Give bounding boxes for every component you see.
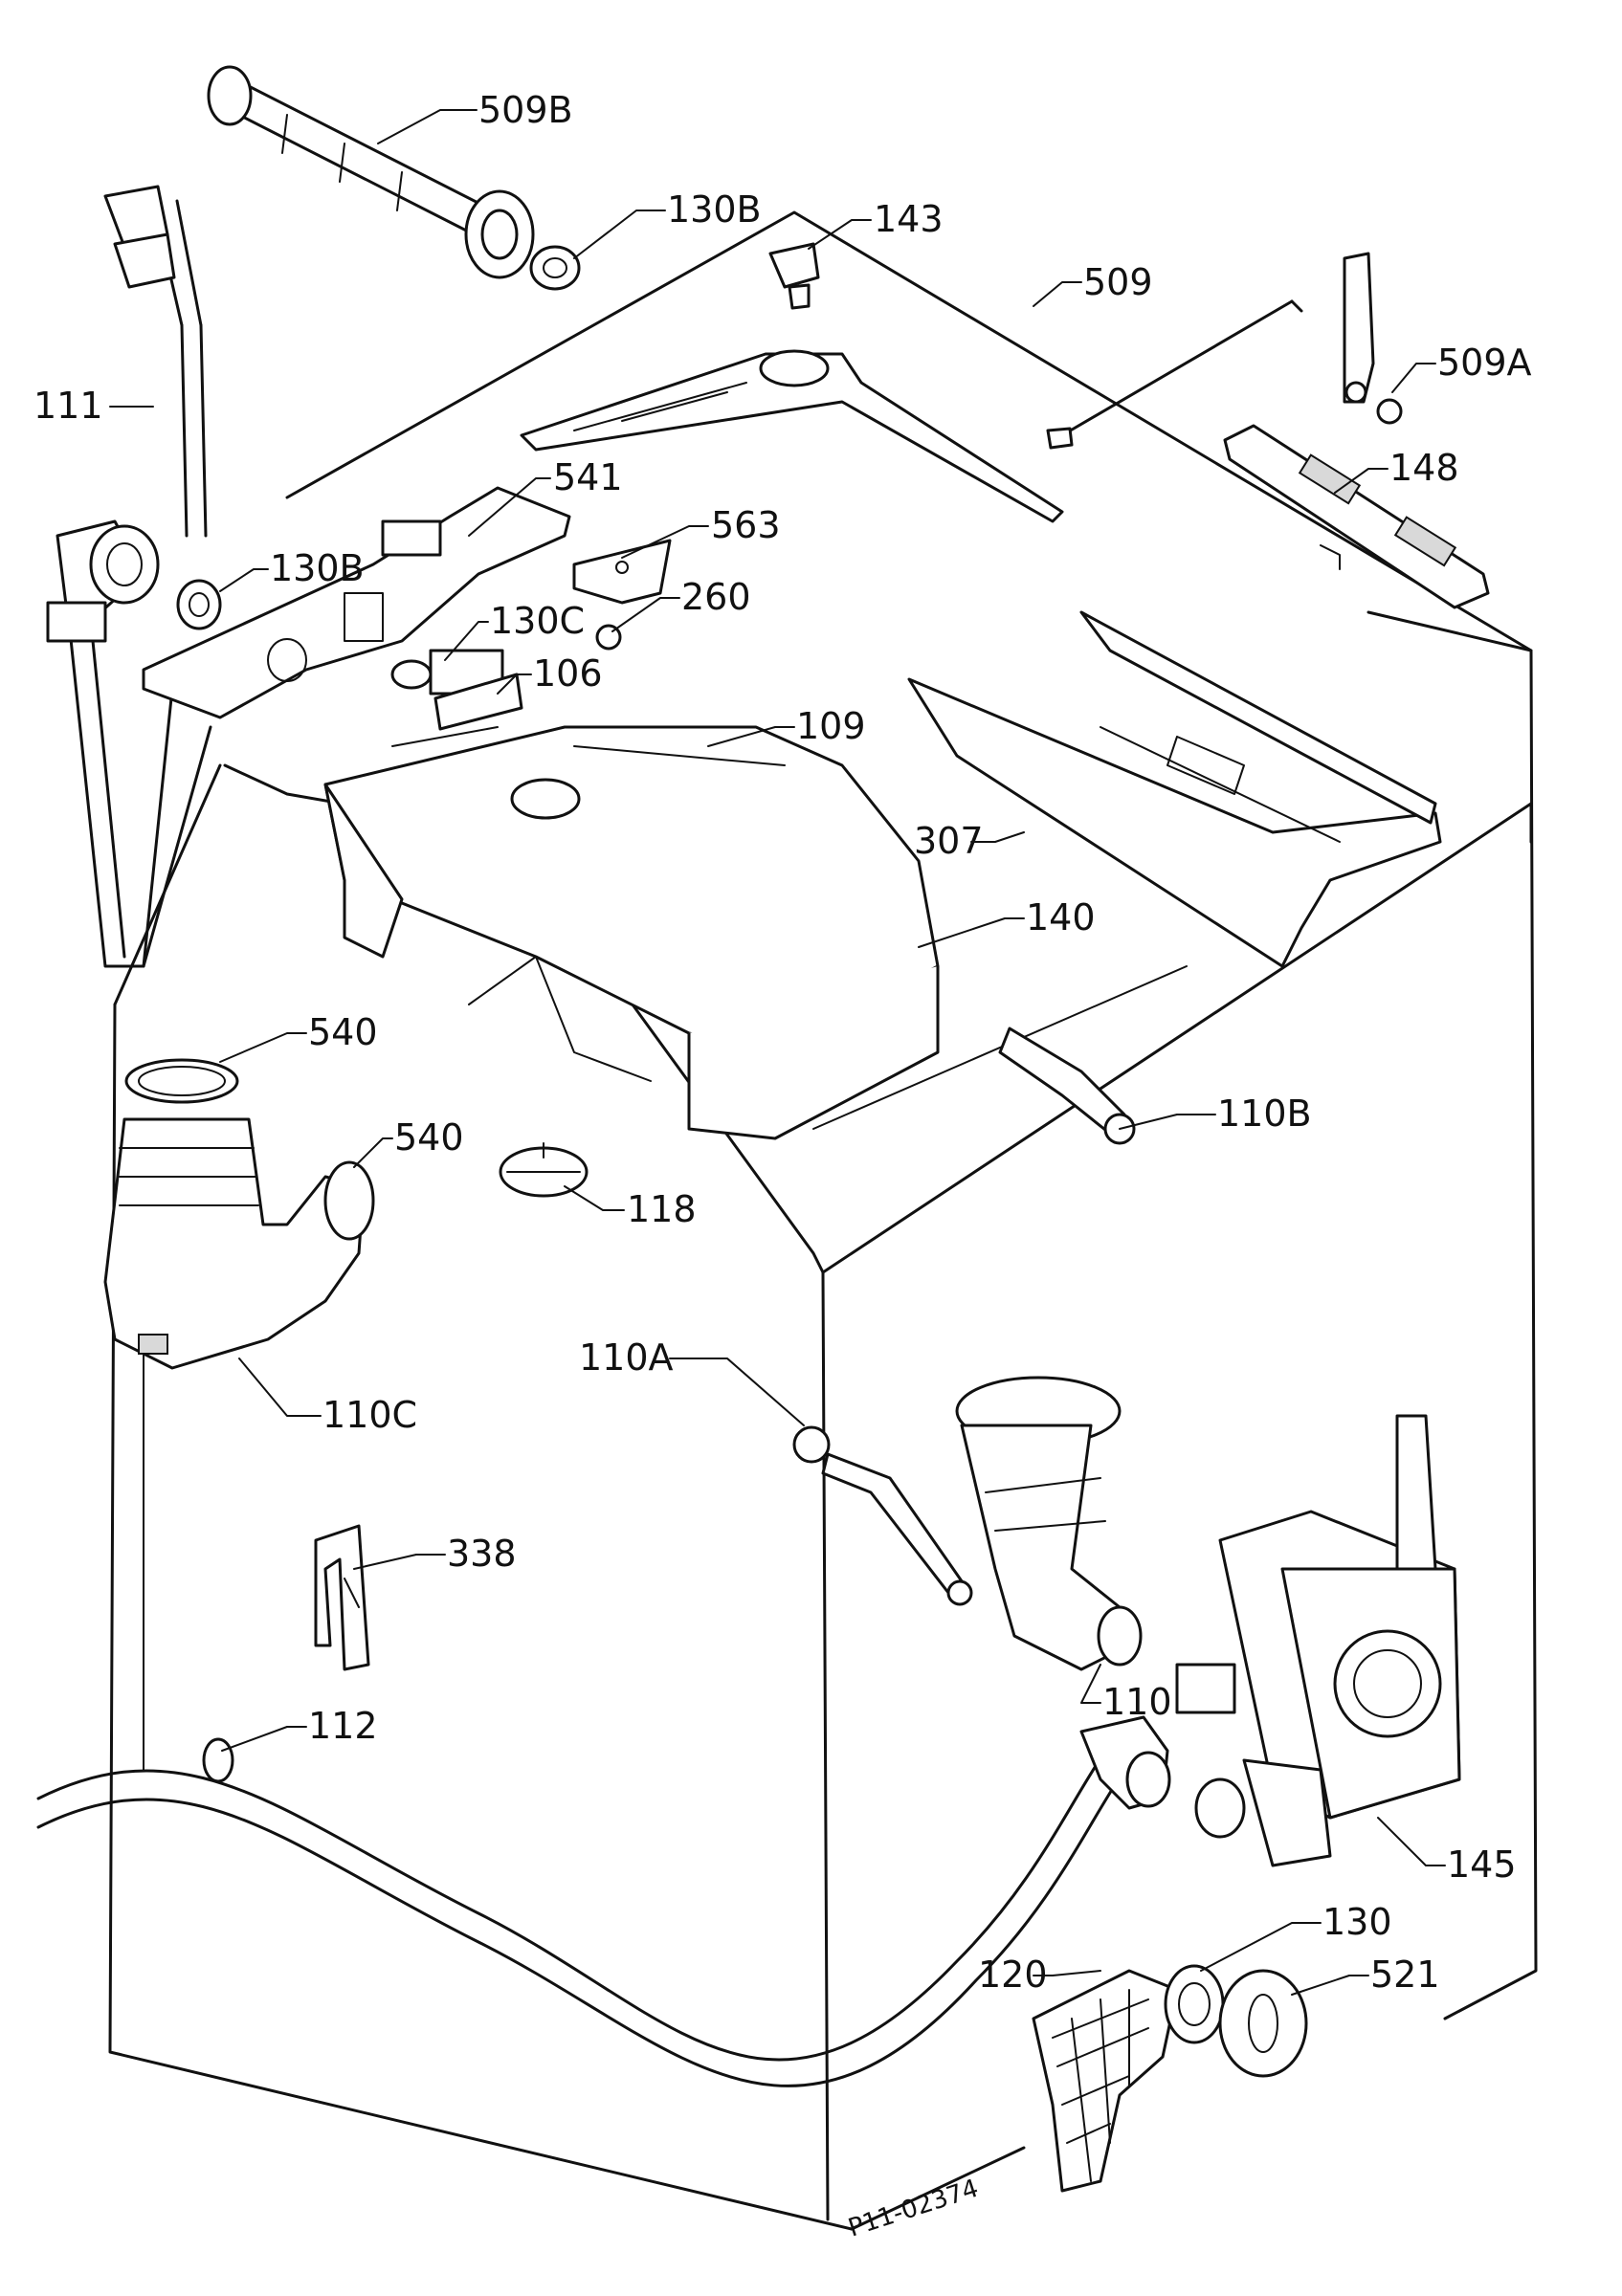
label-143: 143 [874,198,944,240]
label-110: 110 [1102,1681,1172,1723]
label-338: 338 [447,1533,517,1575]
label-509b: 509B [478,89,573,131]
part-145-pump [1175,1414,1461,1867]
part-540-clamp-top [124,1058,239,1104]
part-112-drain-hose [36,1715,1171,2087]
cabinet-outline [108,210,1538,2231]
part-111-elbow [46,519,160,643]
part-521-cap [1218,1969,1308,2078]
part-110c-sump [103,1117,366,1370]
part-130b-left-seal [176,579,222,630]
label-110c: 110C [322,1394,417,1436]
label-148: 148 [1389,447,1459,489]
label-145: 145 [1447,1843,1517,1886]
part-130-seal [1164,1964,1225,2044]
label-540-b: 540 [394,1116,464,1159]
label-118: 118 [627,1188,697,1230]
label-509: 509 [1083,261,1153,303]
part-130b-top-seal [529,245,581,291]
label-521: 521 [1370,1954,1440,1996]
part-509-lever [520,349,1064,523]
label-106: 106 [533,652,603,695]
label-110a: 110A [579,1336,674,1379]
part-110b-small-hose [998,1027,1136,1145]
label-111: 111 [33,385,103,427]
part-540-clamp-side [323,1160,375,1241]
part-143-knob [768,242,820,310]
label-109: 109 [796,705,866,747]
label-112: 112 [308,1705,378,1747]
label-110b: 110B [1217,1093,1312,1135]
part-106-clip [433,673,523,731]
part-148-dispenser-handle [1223,424,1490,609]
part-111-inlet-hose [65,185,212,968]
part-110a-hose [792,1425,973,1606]
part-509a-arm [1343,252,1403,425]
part-118-gear [499,1142,589,1198]
label-540-a: 540 [308,1011,378,1053]
label-130b-top: 130B [667,188,762,231]
label-130b-left: 130B [270,547,365,589]
part-rod [1046,299,1303,450]
label-563: 563 [711,504,781,546]
part-509b-inlet-pipe [207,65,535,279]
label-307: 307 [914,820,984,862]
part-307-drawer [907,610,1442,968]
label-130c: 130C [490,600,585,642]
label-140: 140 [1026,896,1096,938]
part-338-clip [314,1524,370,1671]
part-110-bellows [955,1376,1143,1671]
label-130: 130 [1322,1901,1392,1943]
part-563-cam [572,539,672,605]
part-260-nut [595,624,622,651]
label-260: 260 [681,576,751,618]
drawing-code: P11-02374 [845,2175,982,2243]
part-109-dispenser-housing [323,725,940,1140]
leader-lines [109,109,1446,1996]
part-541-bracket [142,486,571,719]
label-541: 541 [553,456,623,498]
part-120-filter [1032,1969,1179,2193]
label-120: 120 [978,1954,1048,1996]
label-509a: 509A [1437,342,1532,384]
